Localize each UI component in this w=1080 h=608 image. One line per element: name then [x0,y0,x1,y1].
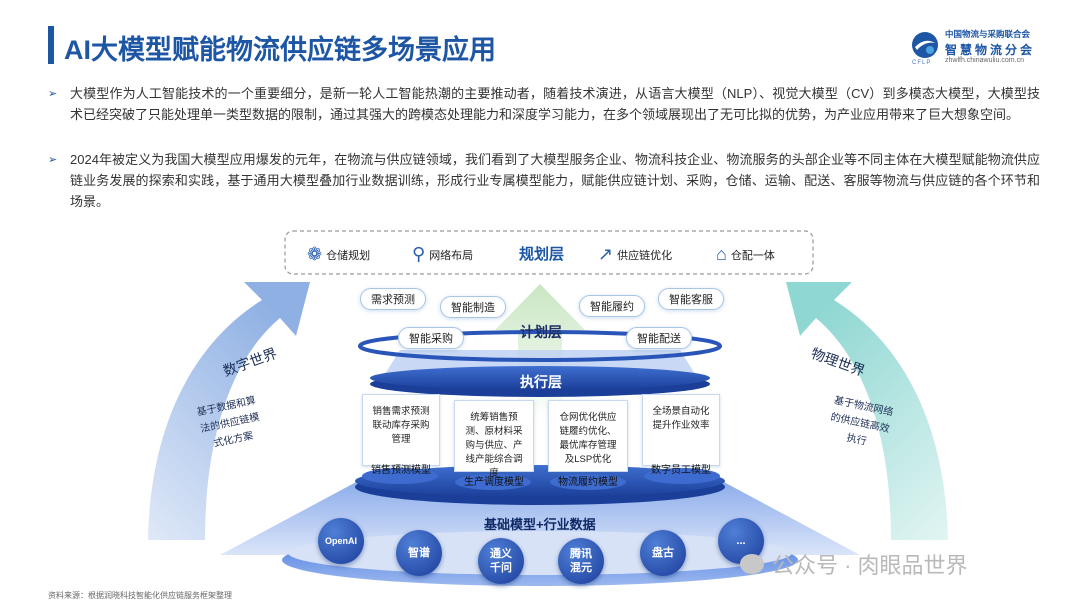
execution-layer-label: 执行层 [520,374,562,390]
plan-pill: 智能制造 [440,296,506,318]
warehouse-icon: ⌂ [716,244,727,264]
plan-disk-top [370,366,710,390]
org-name: 中国物流与采购联合会 [945,29,1031,39]
base-model-circle: 智谱 [396,530,442,576]
base-layer-label: 基础模型+行业数据 [484,517,596,532]
plan-pill: 需求预测 [360,288,426,310]
planning-item-label: 仓储规划 [326,249,371,262]
right-curved-arrow [786,282,948,540]
execution-model-label: 生产调度模型 [464,477,524,488]
planning-item-label: 仓配一体 [730,249,775,262]
wechat-icon [740,554,764,574]
planning-layer-label: 规划层 [519,246,565,263]
base-model-circle: 腾讯混元 [558,538,604,584]
watermark: 公众号 · 肉眼品世界 [740,548,968,580]
execution-model-label: 数字员工模型 [651,465,711,476]
source-note: 资料来源：根据润晓科技智能化供应链服务框架整理 [48,591,232,600]
network-icon: ❁ [307,244,323,264]
planning-item: ❁ 仓储规划 [307,244,370,265]
plan-pill: 智能采购 [398,327,464,349]
base-model-circle: ... [718,518,764,564]
watermark-text: 公众号 · 肉眼品世界 [772,553,968,578]
base-model-circle: OpenAI [318,518,364,564]
org-logo-icon [912,32,938,58]
execution-card: 全场景自动化提升作业效率 [642,394,720,466]
bullet-text: 2024年被定义为我国大模型应用爆发的元年，在物流与供应链领域，我们看到了大模型… [70,152,1040,209]
plan-layer-label: 计划层 [520,324,562,340]
trend-icon: ↗ [598,244,614,264]
plan-ring [358,330,722,362]
bullet-paragraph: ➢ 2024年被定义为我国大模型应用爆发的元年，在物流与供应链领域，我们看到了大… [48,149,1040,212]
org-website: zhwlfh.chinawuliu.com.cn [945,57,1024,64]
planning-item: ⚲ 网络布局 [412,244,473,265]
execution-card: 仓网优化供应链履约优化、最优库存管理及LSP优化 [548,400,628,472]
planning-item-label: 供应链优化 [617,249,673,262]
plan-pill: 智能配送 [626,327,692,349]
title-accent-bar [48,26,54,64]
execution-model-label: 物流履约模型 [558,477,618,488]
bullet-arrow-icon: ➢ [48,88,58,100]
org-logo-abbr: CFLP [912,60,932,66]
base-model-circle: 通义千问 [478,538,524,584]
execution-card: 销售需求预测联动库存采购管理 [362,394,440,466]
planning-item: ↗ 供应链优化 [598,244,672,265]
execution-card: 统筹销售预测、原材料采购与供应、产线产能综合调度 [454,400,534,479]
plan-pill: 智能客服 [658,288,724,310]
location-pin-icon: ⚲ [412,244,426,264]
execution-model-label: 销售预测模型 [371,465,431,476]
planning-item-label: 网络布局 [429,249,474,262]
bullet-paragraph: ➢ 大模型作为人工智能技术的一个重要细分，是新一轮人工智能热潮的主要推动者，随着… [48,83,1040,125]
bullet-text: 大模型作为人工智能技术的一个重要细分，是新一轮人工智能热潮的主要推动者，随着技术… [70,86,1040,122]
planning-layer-frame [284,230,814,275]
plan-pill: 智能履约 [579,295,645,317]
base-model-circle: 盘古 [640,530,686,576]
left-curved-arrow [148,282,310,540]
bullet-arrow-icon: ➢ [48,154,58,166]
page-title: AI大模型赋能物流供应链多场景应用 [64,35,496,65]
org-branch-name: 智慧物流分会 [945,43,1036,57]
execution-disk-top [355,465,725,497]
planning-item: ⌂ 仓配一体 [716,244,775,265]
